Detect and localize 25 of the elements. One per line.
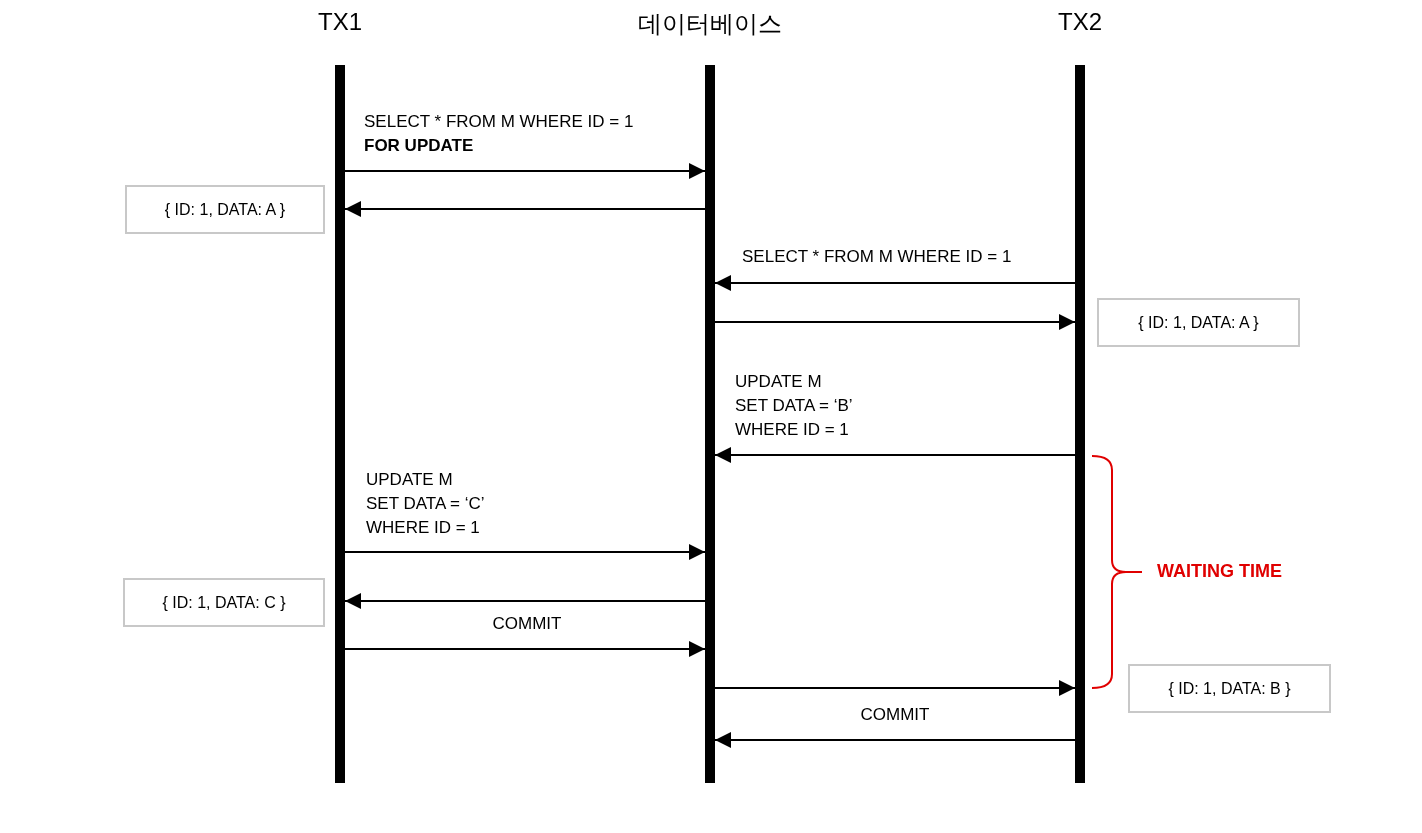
message-arrow [344,201,706,217]
result-text: { ID: 1, DATA: A } [164,200,286,219]
result-box [1128,664,1331,713]
result-text: { ID: 1, DATA: C } [162,593,286,612]
waiting-time-label: WAITING TIME [1157,561,1282,582]
message-arrow [344,163,706,179]
result-text: { ID: 1, DATA: B } [1168,679,1291,698]
message-arrow [344,593,706,609]
result-box [1097,298,1300,347]
lifeline-title: TX2 [1058,8,1102,36]
message-arrow [344,544,706,560]
message-arrow [714,275,1076,291]
lifeline-title: TX1 [318,8,362,36]
message-arrow [714,314,1076,330]
message-arrow [714,732,1076,748]
lifeline-bar [1075,65,1085,783]
message-arrow [714,680,1076,696]
result-box [125,185,325,234]
message-arrow [714,447,1076,463]
message-arrow [344,641,706,657]
lifeline-title: 데이터베이스 [638,9,782,39]
result-box [123,578,325,627]
lifeline-bar [705,65,715,783]
lifeline-bar [335,65,345,783]
result-text: { ID: 1, DATA: A } [1138,313,1259,332]
